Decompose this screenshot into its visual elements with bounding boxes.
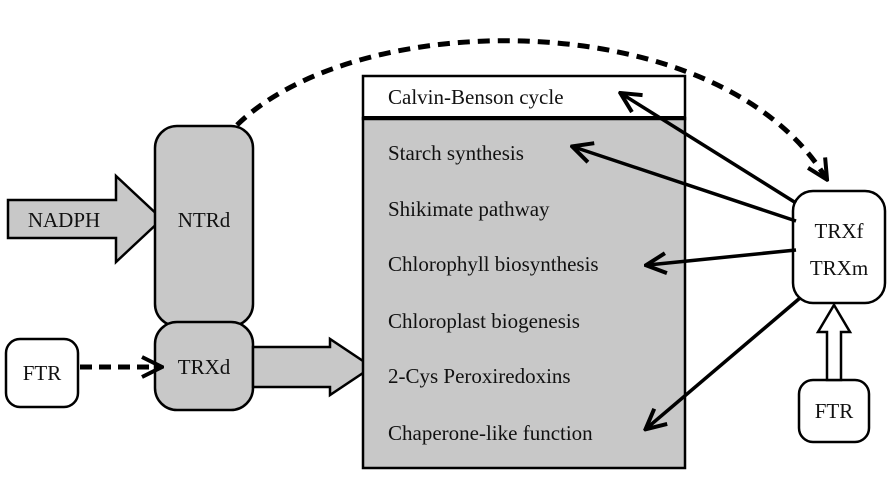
ftr-right-box: FTR xyxy=(797,378,871,444)
target-item-biogenesis: Chloroplast biogenesis xyxy=(388,309,580,333)
target-item-chaperone: Chaperone-like function xyxy=(388,421,593,445)
targets-box: Calvin-Benson cycle Starch synthesis Shi… xyxy=(361,74,687,470)
trx-target-arrows xyxy=(574,94,802,428)
target-item-shikimate: Shikimate pathway xyxy=(388,197,550,221)
nadph-arrow: NADPH xyxy=(6,173,164,265)
trxd-box: TRXd xyxy=(153,320,255,412)
arrow-to-chlorophyll xyxy=(648,248,797,265)
arrow-to-calvin xyxy=(622,94,797,205)
ntrd-label: NTRd xyxy=(178,208,231,232)
target-item-chlorophyll: Chlorophyll biosynthesis xyxy=(388,252,599,276)
ntrd-box: NTRd xyxy=(153,124,255,328)
calvin-benson-label: Calvin-Benson cycle xyxy=(388,85,564,109)
trxd-to-targets-arrow xyxy=(251,336,375,398)
trxf-label: TRXf xyxy=(815,219,864,243)
trxd-label: TRXd xyxy=(178,355,231,379)
ftr-right-label: FTR xyxy=(815,399,854,423)
target-item-peroxiredoxins: 2-Cys Peroxiredoxins xyxy=(388,364,571,388)
target-item-starch: Starch synthesis xyxy=(388,141,524,165)
trxm-label: TRXm xyxy=(810,256,868,280)
ftr-left-label: FTR xyxy=(23,361,62,385)
nadph-label: NADPH xyxy=(28,208,100,232)
arrow-to-chaperone xyxy=(647,296,802,428)
trx-f-m-box: TRXf TRXm xyxy=(791,189,887,305)
ftr-to-trx-hollow-arrow xyxy=(815,302,853,382)
ntrd-to-trx-dashed-arrow xyxy=(235,38,826,178)
arrow-to-starch xyxy=(574,147,797,223)
ftr-left-box: FTR xyxy=(4,337,80,409)
